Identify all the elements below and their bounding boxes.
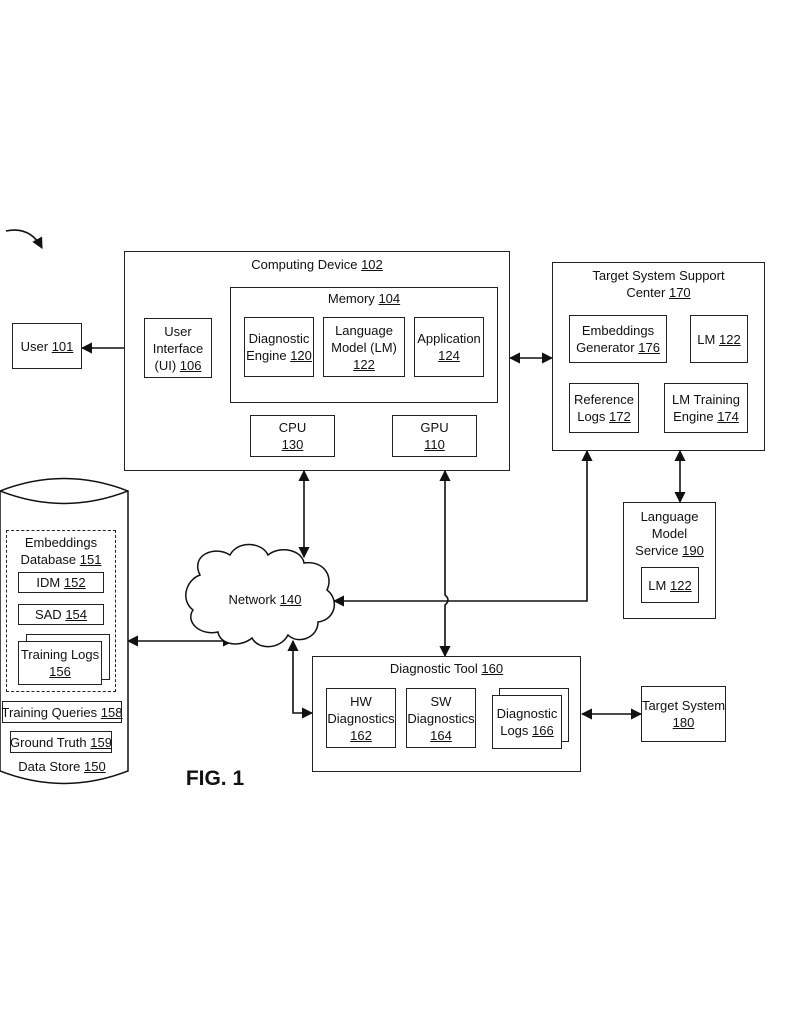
diagnostic-engine-node: Diagnostic Engine 120 (244, 317, 314, 377)
data-store-label: Data Store 150 (18, 759, 106, 774)
computing-device-title: Computing Device 102 (251, 257, 383, 272)
user-label: User (20, 338, 49, 354)
support-center-title: Target System Support Center 170 (592, 268, 725, 300)
reference-logs-node: Reference Logs 172 (569, 383, 639, 433)
user-ref: 101 (51, 338, 74, 354)
figure-label: FIG. 1 (185, 767, 245, 790)
ui-ref: 106 (179, 357, 202, 373)
hw-diagnostics-node: HW Diagnostics 162 (326, 688, 396, 748)
lm-support-node: LM 122 (690, 315, 748, 363)
sw-diagnostics-node: SW Diagnostics 164 (406, 688, 476, 748)
language-model-node: Language Model (LM) 122 (323, 317, 405, 377)
memory-title: Memory 104 (327, 291, 401, 306)
sad-node: SAD 154 (18, 604, 104, 625)
lm-service-inner-node: LM 122 (641, 567, 699, 603)
lm-service-title: Language Model Service 190 (635, 509, 704, 558)
lm-training-engine-node: LM Training Engine 174 (664, 383, 748, 433)
embeddings-db-title: Embeddings Database 151 (20, 535, 102, 567)
data-store-cylinder-top (0, 490, 129, 505)
network-label: Network 140 (228, 592, 302, 607)
diagnostic-logs-node: Diagnostic Logs 166 (492, 695, 562, 749)
training-queries-node: Training Queries 158 (2, 701, 122, 723)
embeddings-generator-node: Embeddings Generator 176 (569, 315, 667, 363)
training-logs-node: Training Logs 156 (18, 641, 102, 685)
network-cloud-shape (185, 543, 336, 648)
ui-label-line3: (UI) (154, 357, 177, 373)
idm-node: IDM 152 (18, 572, 104, 593)
edge-network-support (332, 449, 593, 607)
ui-label-line2: Interface (152, 340, 204, 356)
edge-network-diagtool (287, 639, 314, 719)
target-system-node: Target System 180 (641, 686, 726, 742)
application-node: Application 124 (414, 317, 484, 377)
ground-truth-node: Ground Truth 159 (10, 731, 112, 753)
diagnostic-tool-title: Diagnostic Tool 160 (389, 661, 504, 676)
cpu-node: CPU 130 (250, 415, 335, 457)
edge-device-diagtool (439, 469, 451, 658)
ui-node: User Interface (UI) 106 (144, 318, 212, 378)
gpu-node: GPU 110 (392, 415, 477, 457)
figure-pointer-arrow (5, 229, 43, 249)
ui-label-line1: User (164, 323, 192, 339)
user-node: User 101 (12, 323, 82, 369)
